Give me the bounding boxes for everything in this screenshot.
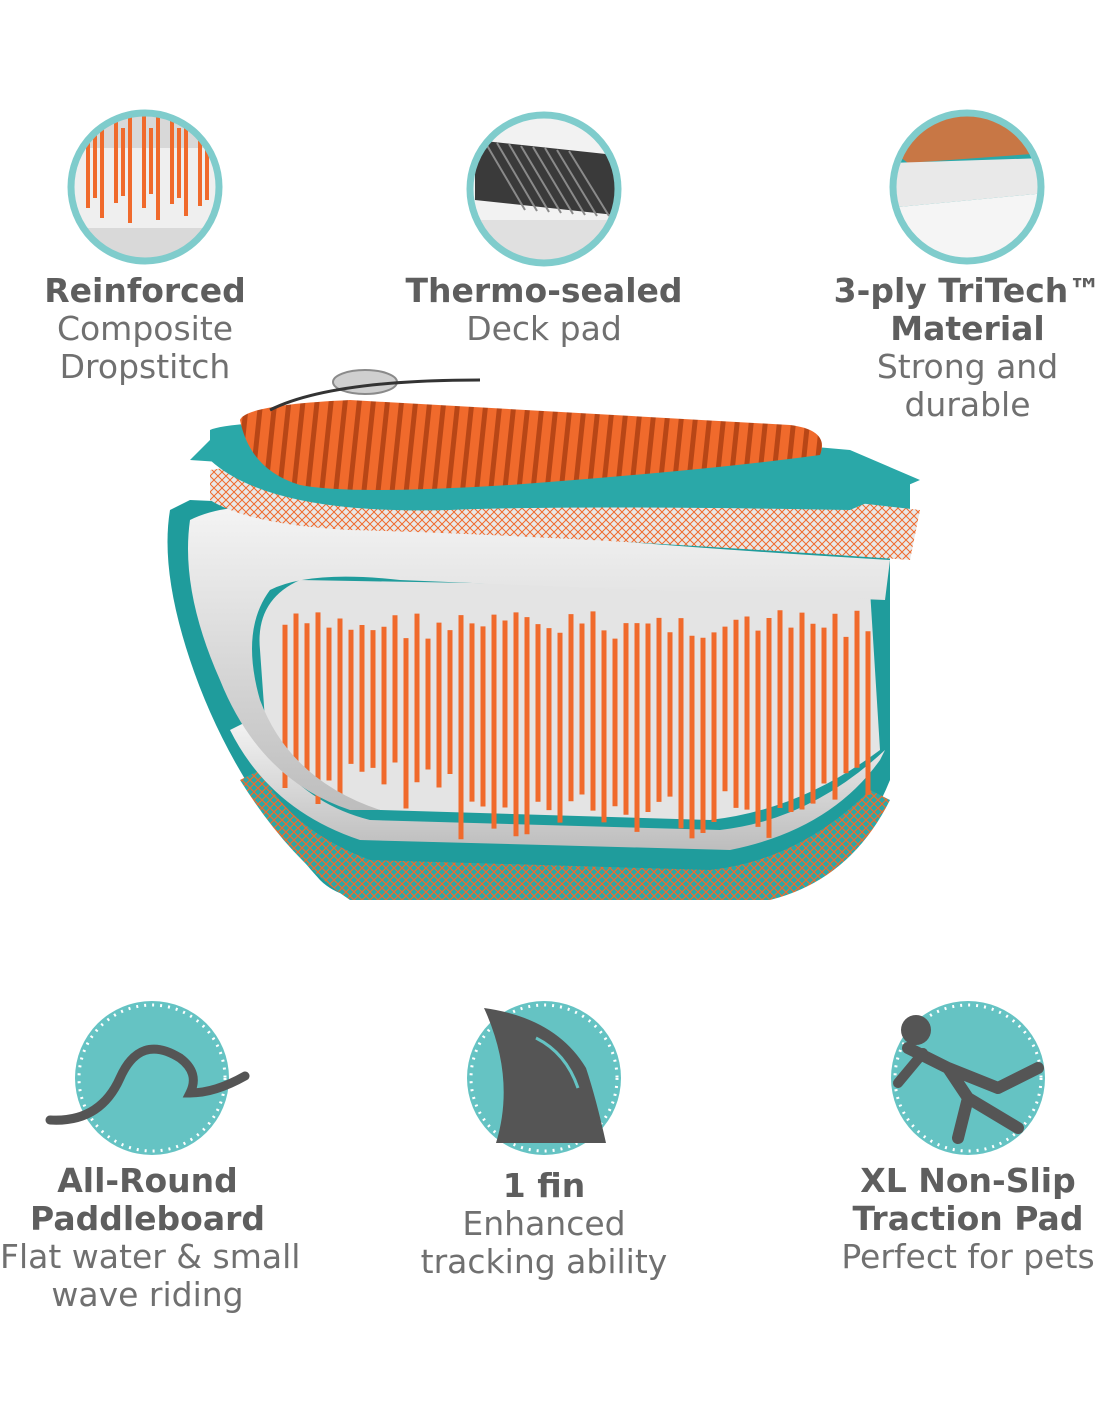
traction-circle	[888, 998, 1058, 1158]
feature-desc: Composite	[56, 309, 234, 348]
tritech-material-icon	[889, 109, 1045, 265]
feature-desc: tracking ability	[420, 1242, 668, 1281]
deck-pad-icon	[466, 111, 622, 267]
feature-all-round: All-Round Paddleboard Flat water & small…	[0, 1161, 301, 1314]
feature-traction: XL Non-Slip Traction Pad Perfect for pet…	[838, 1162, 1098, 1276]
feature-title: All-Round	[57, 1161, 238, 1200]
dropstitch-icon	[67, 109, 223, 265]
feature-fin: 1 fin Enhanced tracking ability	[404, 1167, 684, 1281]
feature-title: XL Non-Slip	[860, 1161, 1076, 1200]
slipping-person-icon	[891, 1001, 1045, 1155]
dropstitch-circle	[66, 108, 224, 266]
feature-title: 3-ply TriTech™	[833, 271, 1100, 310]
feature-title: Paddleboard	[30, 1199, 265, 1238]
feature-tritech: 3-ply TriTech™ Material Strong and durab…	[830, 272, 1100, 424]
dropstitch-threads	[282, 610, 871, 840]
feature-title: Thermo-sealed	[405, 271, 683, 310]
feature-desc: Flat water & small	[0, 1237, 301, 1276]
feature-desc: Enhanced	[462, 1204, 626, 1243]
feature-title: Reinforced	[44, 271, 246, 310]
feature-desc: Deck pad	[466, 309, 622, 348]
feature-desc: Dropstitch	[59, 347, 231, 386]
feature-title: 1 fin	[502, 1166, 586, 1205]
feature-desc: Strong and	[876, 347, 1059, 386]
feature-desc: durable	[904, 385, 1031, 424]
feature-dropstitch: Reinforced Composite Dropstitch	[20, 272, 270, 386]
fin-icon	[467, 1001, 621, 1155]
wave-circle	[40, 998, 260, 1158]
tritech-circle	[888, 108, 1046, 266]
feature-desc: Perfect for pets	[841, 1237, 1095, 1276]
feature-title: Material	[890, 309, 1045, 348]
deck-pad-circle	[465, 110, 623, 268]
board-cutaway-illustration	[150, 360, 930, 960]
feature-deck-pad: Thermo-sealed Deck pad	[394, 272, 694, 348]
wave-icon	[45, 1001, 250, 1155]
feature-title: Traction Pad	[852, 1199, 1084, 1238]
fin-circle	[466, 998, 622, 1158]
feature-desc: wave riding	[51, 1275, 244, 1314]
